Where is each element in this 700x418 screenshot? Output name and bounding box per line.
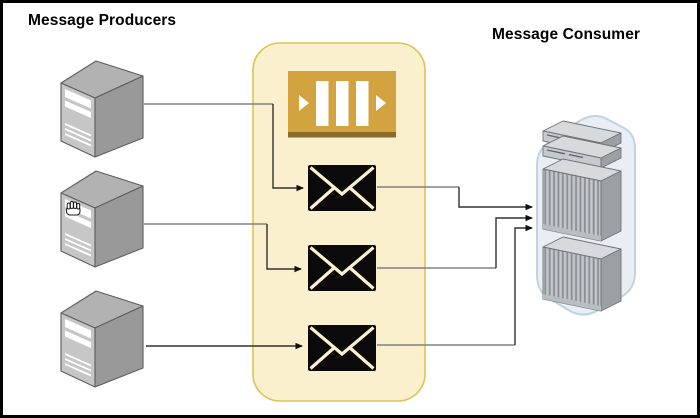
producer-server-2[interactable] xyxy=(60,170,144,268)
message-envelope-1[interactable] xyxy=(306,163,378,213)
producer-server-3[interactable] xyxy=(60,290,144,388)
consumer-server[interactable] xyxy=(536,115,636,316)
edge-message2-to-consumer xyxy=(377,214,533,269)
edge-message3-to-consumer xyxy=(377,224,533,346)
edge-message1-to-consumer xyxy=(377,186,533,211)
message-envelope-2[interactable] xyxy=(306,243,378,293)
message-envelope-3[interactable] xyxy=(306,323,378,373)
hand-cursor-icon xyxy=(66,201,81,216)
producers-title: Message Producers xyxy=(28,12,177,29)
consumer-title: Message Consumer xyxy=(492,26,641,43)
edge-producer1-to-message1 xyxy=(144,103,304,192)
diagram-drawing xyxy=(60,42,636,402)
edge-producer2-to-message2 xyxy=(144,223,302,273)
message-queue-icon[interactable] xyxy=(288,71,396,138)
producer-server-1[interactable] xyxy=(60,60,144,158)
server-rack-icon xyxy=(542,120,622,312)
